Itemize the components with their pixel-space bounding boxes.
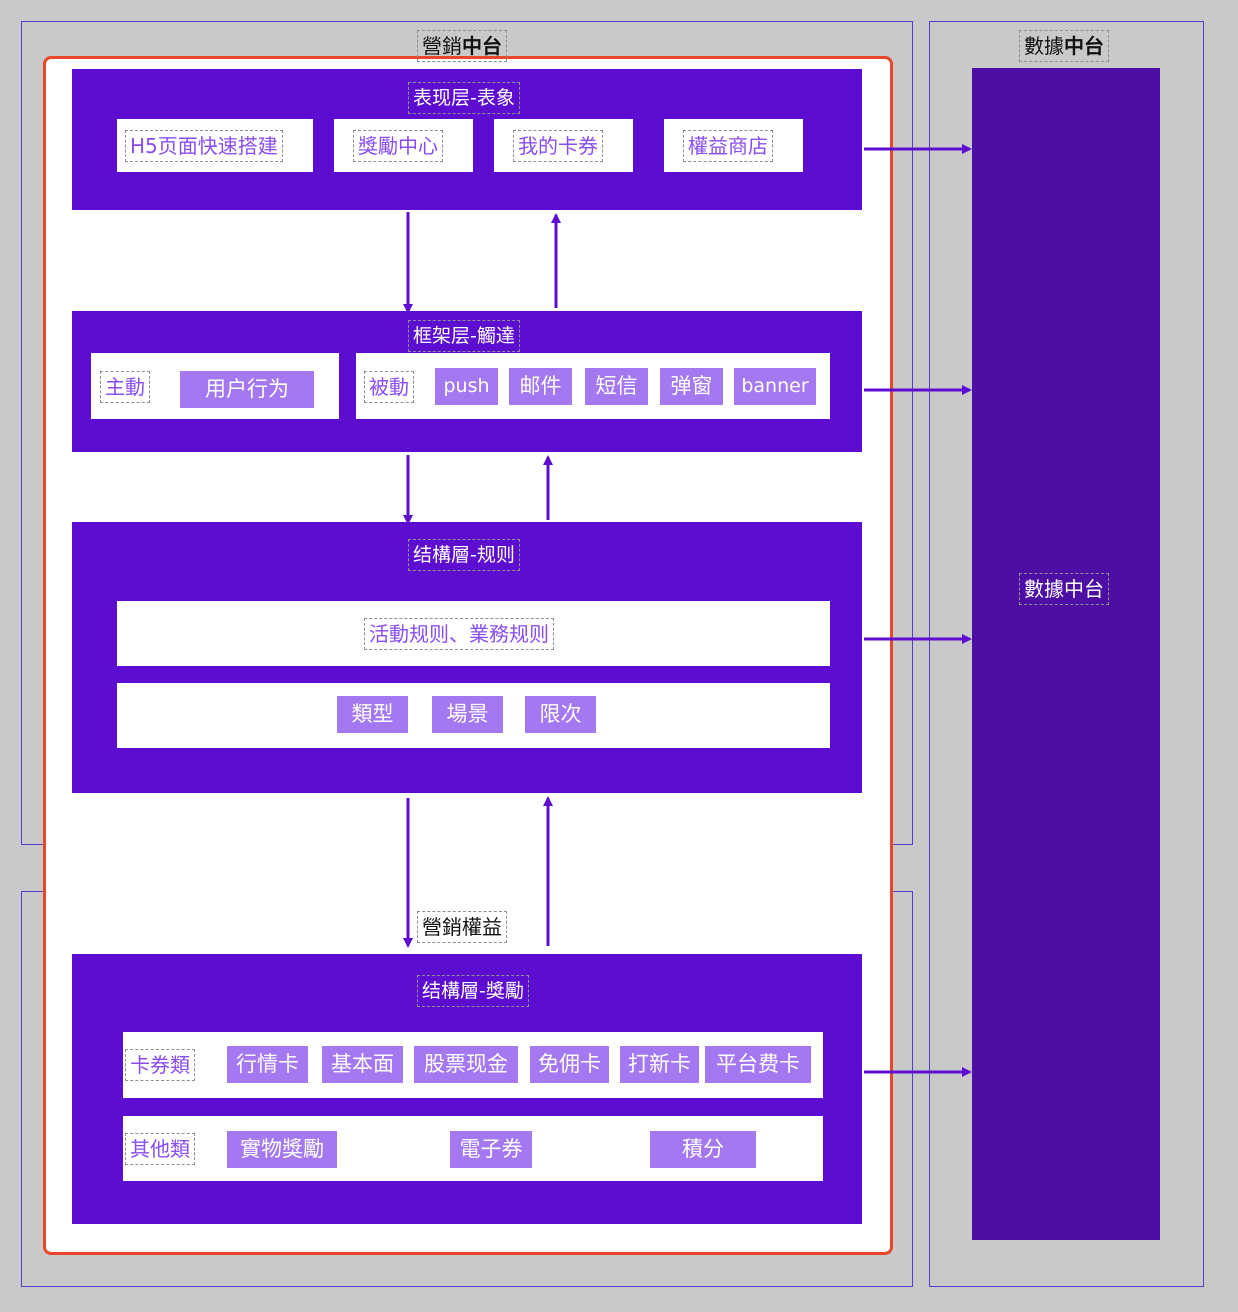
- other-item-physical-reward: 實物獎勵: [227, 1131, 337, 1168]
- card-item-stock-cash: 股票现金: [414, 1046, 518, 1083]
- presentation-item-box-1: [117, 119, 313, 172]
- data-platform-title-part2: 中台: [1064, 34, 1104, 58]
- card-item-commission-free: 免佣卡: [530, 1046, 609, 1083]
- presentation-item-box-3: [494, 119, 633, 172]
- other-category-label: 其他類: [125, 1133, 195, 1165]
- data-platform-center-label: 數據中台: [1019, 573, 1109, 605]
- data-platform-column: [972, 68, 1160, 1240]
- marketing-platform-title-part2: 中台: [462, 34, 502, 58]
- card-item-market-card: 行情卡: [227, 1046, 308, 1083]
- presentation-item-my-coupons: 我的卡券: [513, 130, 603, 162]
- presentation-item-reward-center: 獎勵中心: [353, 130, 443, 162]
- rule-item-scene: 場景: [432, 696, 503, 733]
- framework-layer-title: 框架层-觸達: [408, 320, 520, 352]
- passive-item-sms: 短信: [585, 368, 648, 405]
- rules-box: [117, 601, 830, 666]
- card-item-platform-fee: 平台费卡: [705, 1046, 811, 1083]
- presentation-item-box-2: [334, 119, 473, 172]
- presentation-item-rights-store: 權益商店: [683, 130, 773, 162]
- data-platform-frame: [929, 21, 1204, 1287]
- marketing-platform-title: 營銷中台: [417, 30, 507, 62]
- other-item-points: 積分: [650, 1131, 756, 1168]
- passive-item-email: 邮件: [509, 368, 572, 405]
- passive-item-push: push: [435, 368, 498, 405]
- structure-rules-title: 结構層-规则: [408, 539, 520, 571]
- other-item-e-coupon: 電子券: [450, 1131, 532, 1168]
- card-item-fundamentals: 基本面: [322, 1046, 403, 1083]
- marketing-platform-title-part1: 營銷: [422, 34, 462, 58]
- data-platform-title: 數據中台: [1019, 30, 1109, 62]
- presentation-item-h5-builder: H5页面快速搭建: [125, 130, 283, 162]
- structure-rewards-title: 结構層-獎勵: [417, 975, 529, 1007]
- passive-item-banner: banner: [734, 368, 816, 405]
- rules-label: 活動规则、業務规则: [364, 618, 554, 650]
- card-category-label: 卡券類: [125, 1049, 195, 1081]
- passive-item-popup: 弹窗: [660, 368, 723, 405]
- active-item-user-behavior: 用户行为: [180, 371, 314, 408]
- passive-trigger-label: 被動: [364, 371, 414, 403]
- rule-item-limit: 限次: [525, 696, 596, 733]
- active-trigger-label: 主動: [100, 371, 150, 403]
- presentation-layer-title: 表现层-表象: [408, 82, 520, 114]
- marketing-rights-title: 營銷權益: [417, 911, 507, 943]
- card-item-ipo-card: 打新卡: [620, 1046, 699, 1083]
- rule-item-type: 類型: [337, 696, 408, 733]
- data-platform-title-part1: 數據: [1024, 34, 1064, 58]
- presentation-item-box-4: [664, 119, 803, 172]
